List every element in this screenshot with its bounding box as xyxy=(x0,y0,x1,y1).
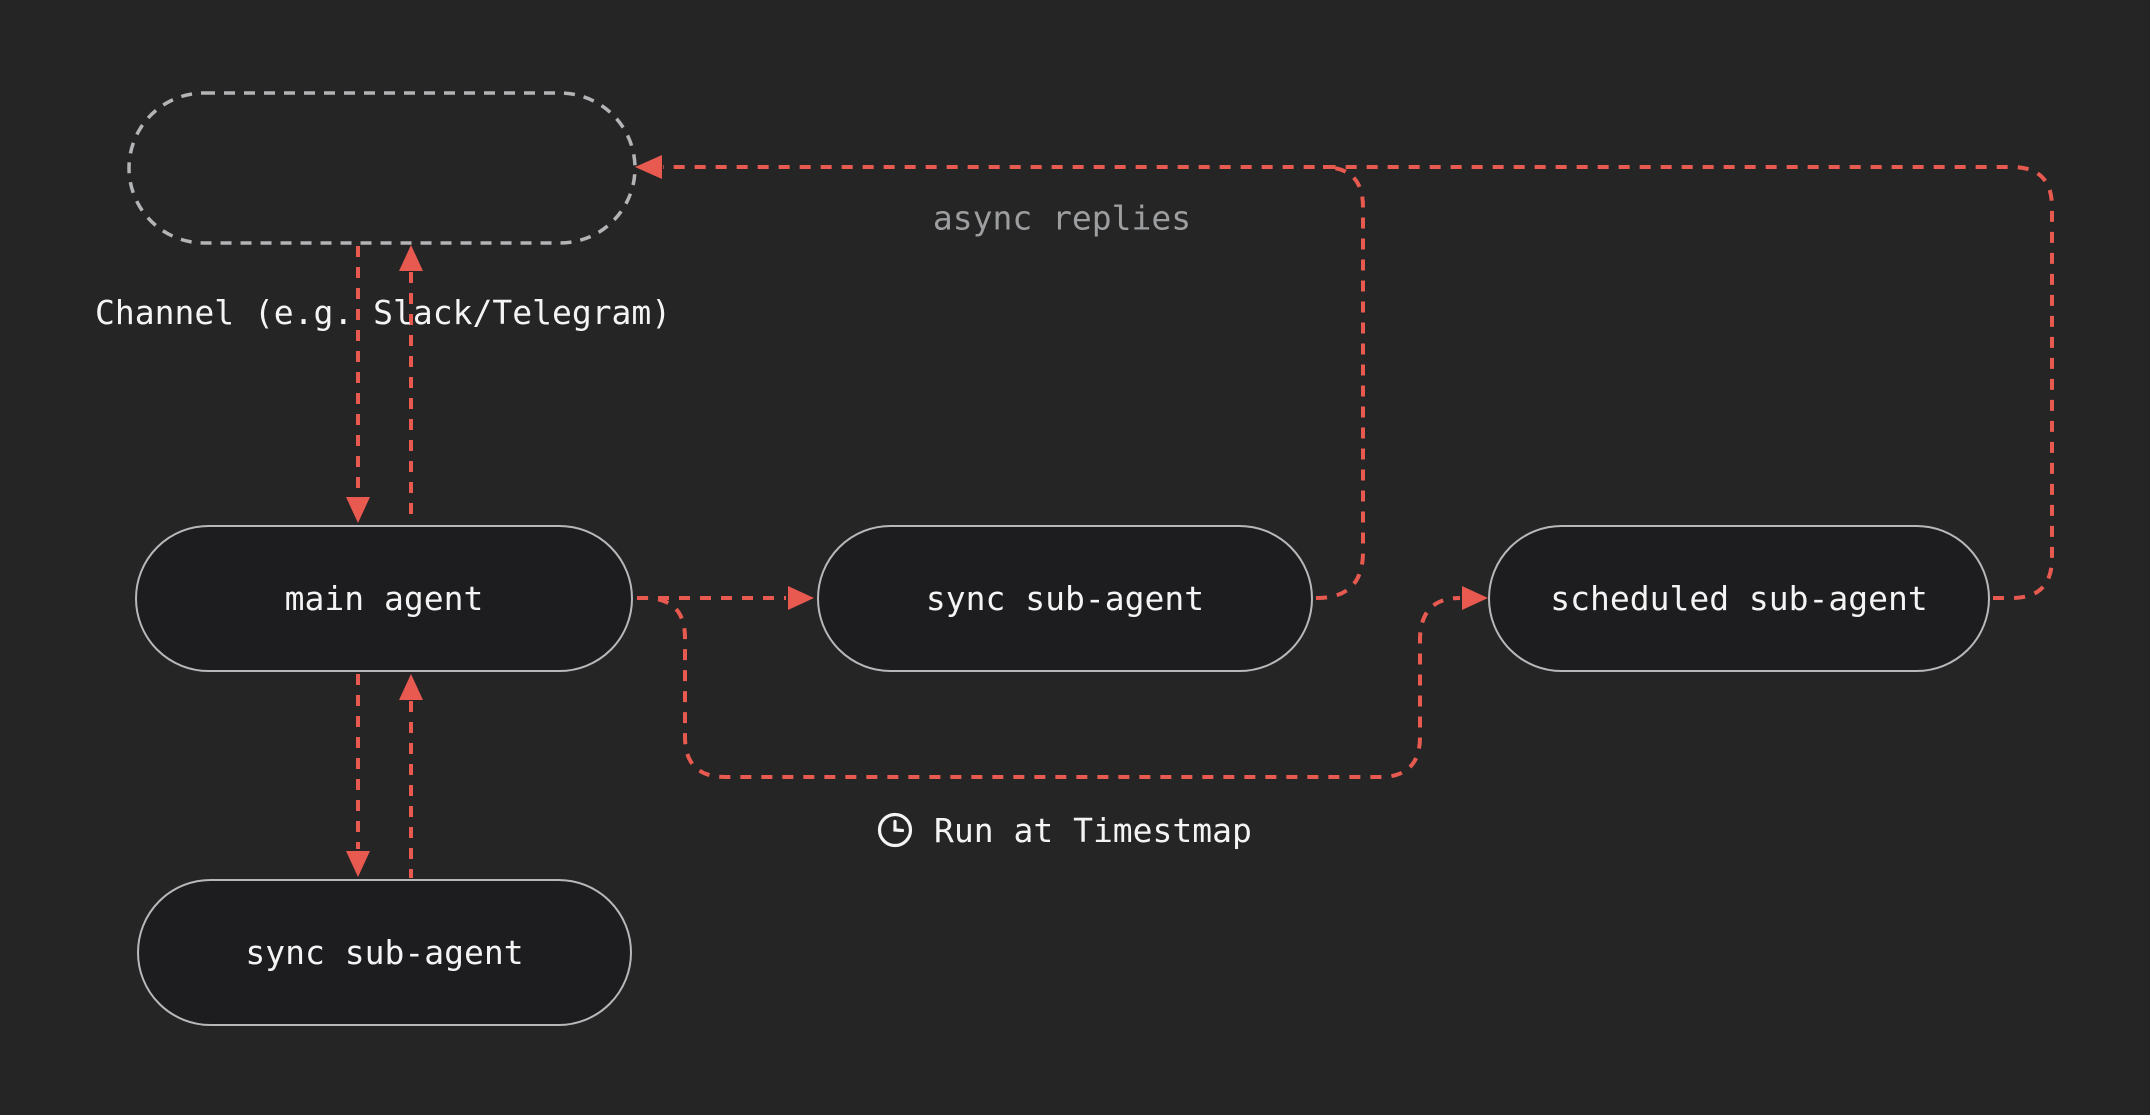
edge-main-agent-to-sync-sub-agent-bottom xyxy=(346,674,370,877)
edge-main-agent-to-sync-sub-agent xyxy=(637,586,814,610)
sync-sub-agent-node[interactable]: sync sub-agent xyxy=(817,525,1313,672)
edge-main-agent-to-scheduled-sub-agent xyxy=(637,586,1488,779)
edge-main-agent-to-channel xyxy=(399,245,423,524)
main-agent-node[interactable]: main agent xyxy=(135,525,633,672)
edge-channel-to-main-agent xyxy=(346,246,370,523)
clock-icon xyxy=(877,812,913,848)
node-label: main agent xyxy=(284,579,484,618)
channel-caption: Channel (e.g. Slack/Telegram) xyxy=(95,293,672,332)
async-replies-label: async replies xyxy=(932,198,1192,238)
node-label: sync sub-agent xyxy=(925,579,1205,618)
node-label: sync sub-agent xyxy=(245,933,524,972)
run-at-text: Run at Timestmap xyxy=(934,810,1252,850)
scheduled-sub-agent-node[interactable]: scheduled sub-agent xyxy=(1488,525,1990,672)
edge-scheduled-sub-agent-to-channel xyxy=(635,155,2054,600)
edge-sync-sub-agent-bottom-to-main-agent xyxy=(399,674,423,878)
edge-sync-sub-agent-to-channel xyxy=(1316,165,1365,600)
sync-sub-agent-bottom-node[interactable]: sync sub-agent xyxy=(137,879,632,1026)
node-label: scheduled sub-agent xyxy=(1550,579,1928,618)
channel-node[interactable] xyxy=(127,91,637,245)
run-at-timestamp-label: Run at Timestmap xyxy=(876,806,1252,854)
